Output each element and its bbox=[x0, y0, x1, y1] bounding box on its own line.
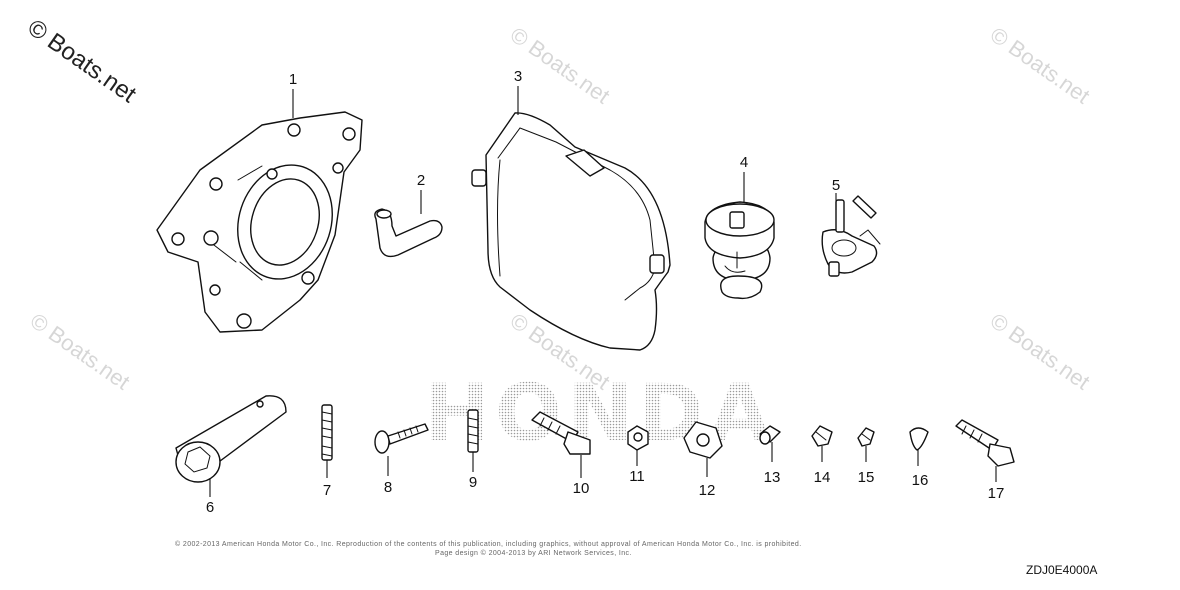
part-1-mounting-bracket[interactable] bbox=[156, 111, 363, 333]
callout-1: 1 bbox=[289, 71, 297, 88]
copyright-line: © 2002-2013 American Honda Motor Co., In… bbox=[175, 541, 802, 548]
part-2-breather-tube[interactable] bbox=[374, 208, 443, 258]
part-7-stud-bolt[interactable] bbox=[321, 404, 333, 461]
copyright-notice: © 2002-2013 American Honda Motor Co., In… bbox=[175, 540, 1005, 558]
part-13-collar[interactable] bbox=[759, 425, 781, 445]
callout-15: 15 bbox=[858, 469, 875, 486]
callout-13: 13 bbox=[764, 469, 781, 486]
part-15-clamp[interactable] bbox=[857, 427, 875, 447]
part-6-socket-wrench[interactable] bbox=[175, 395, 287, 483]
callout-8: 8 bbox=[384, 479, 392, 496]
callout-14: 14 bbox=[814, 469, 831, 486]
callout-16: 16 bbox=[912, 472, 929, 489]
part-16-woodruff-key[interactable] bbox=[909, 427, 929, 451]
callout-9: 9 bbox=[469, 474, 477, 491]
callout-4: 4 bbox=[740, 154, 748, 171]
part-10-hex-bolt[interactable] bbox=[531, 411, 591, 455]
callout-2: 2 bbox=[417, 172, 425, 189]
part-9-stud[interactable] bbox=[467, 409, 479, 453]
part-3-cover[interactable] bbox=[471, 112, 671, 351]
part-12-flange-nut[interactable] bbox=[683, 421, 723, 459]
callout-5: 5 bbox=[832, 177, 840, 194]
callout-17: 17 bbox=[988, 485, 1005, 502]
part-14-clip[interactable] bbox=[811, 425, 833, 447]
part-5-switch[interactable] bbox=[821, 195, 881, 277]
callout-10: 10 bbox=[573, 480, 590, 497]
callout-11: 11 bbox=[629, 468, 645, 485]
copyright-line: Page design © 2004-2013 by ARI Network S… bbox=[435, 550, 632, 557]
part-17-flange-bolt[interactable] bbox=[955, 419, 1015, 467]
part-8-flange-bolt[interactable] bbox=[374, 423, 429, 454]
part-4-fuel-cap[interactable] bbox=[704, 201, 775, 300]
callout-7: 7 bbox=[323, 482, 331, 499]
part-11-nut[interactable] bbox=[627, 425, 649, 451]
callout-6: 6 bbox=[206, 499, 214, 516]
callout-3: 3 bbox=[514, 68, 522, 85]
callout-12: 12 bbox=[699, 482, 716, 499]
drawing-code: ZDJ0E4000A bbox=[1026, 563, 1098, 577]
